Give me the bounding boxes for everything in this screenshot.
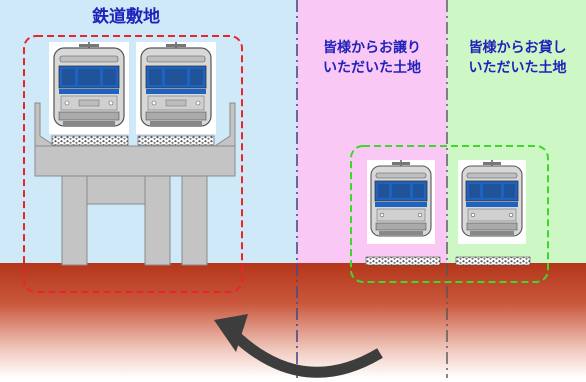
track-ballast [137,135,215,146]
leased-land-label: 皆様からお貸し いただいた土地 [468,40,567,76]
train-icon [366,159,436,245]
track-ballast [455,256,531,266]
train-icon [48,41,130,135]
ground [0,263,586,378]
railway-land-box [23,35,243,293]
viaduct [34,102,236,266]
railway-land-label: 鉄道敷地 [92,7,160,27]
curved-arrow-icon [214,314,383,378]
track-ballast [365,256,441,266]
train-icon [135,41,217,135]
transferred-land-label: 皆様からお譲り いただいた土地 [323,40,421,76]
train-icon [457,159,527,245]
new-track-box [350,145,549,283]
track-ballast [51,135,129,146]
